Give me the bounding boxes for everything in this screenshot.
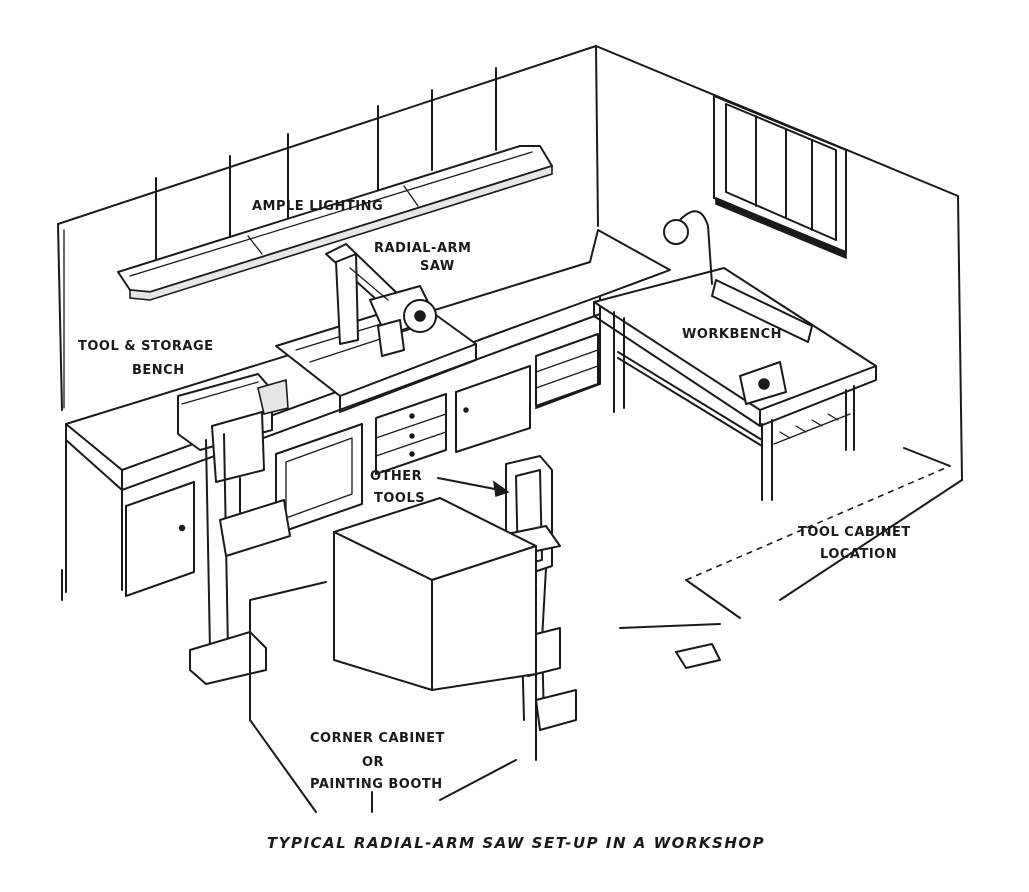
corner-cabinet-label-line3: PAINTING BOOTH (310, 777, 443, 792)
tool-cabinet-label-line1: TOOL CABINET (798, 525, 911, 540)
workbench-label: WORKBENCH (682, 327, 782, 342)
radial-arm-saw-label-line1: RADIAL-ARM (374, 241, 471, 256)
corner-cabinet-label-line1: CORNER CABINET (310, 731, 445, 746)
storage-bench-label-line1: TOOL & STORAGE (78, 339, 214, 354)
tool-cabinet-label-line2: LOCATION (820, 547, 897, 562)
light-fixture (118, 68, 552, 300)
ample-lighting-label: AMPLE LIGHTING (252, 199, 383, 214)
corner-cabinet (250, 498, 536, 812)
storage-bench-label-line2: BENCH (132, 363, 185, 378)
other-tools-label-line2: TOOLS (374, 491, 425, 506)
other-tools-label-line1: OTHER (370, 469, 422, 484)
other-tools-arrow (438, 478, 508, 496)
radial-arm-saw-label-line2: SAW (420, 259, 455, 274)
floor-outline (620, 448, 950, 668)
diagram-caption: TYPICAL RADIAL-ARM SAW SET-UP IN A WORKS… (267, 834, 765, 852)
corner-cabinet-label-line2: OR (362, 755, 384, 770)
window (714, 96, 846, 258)
